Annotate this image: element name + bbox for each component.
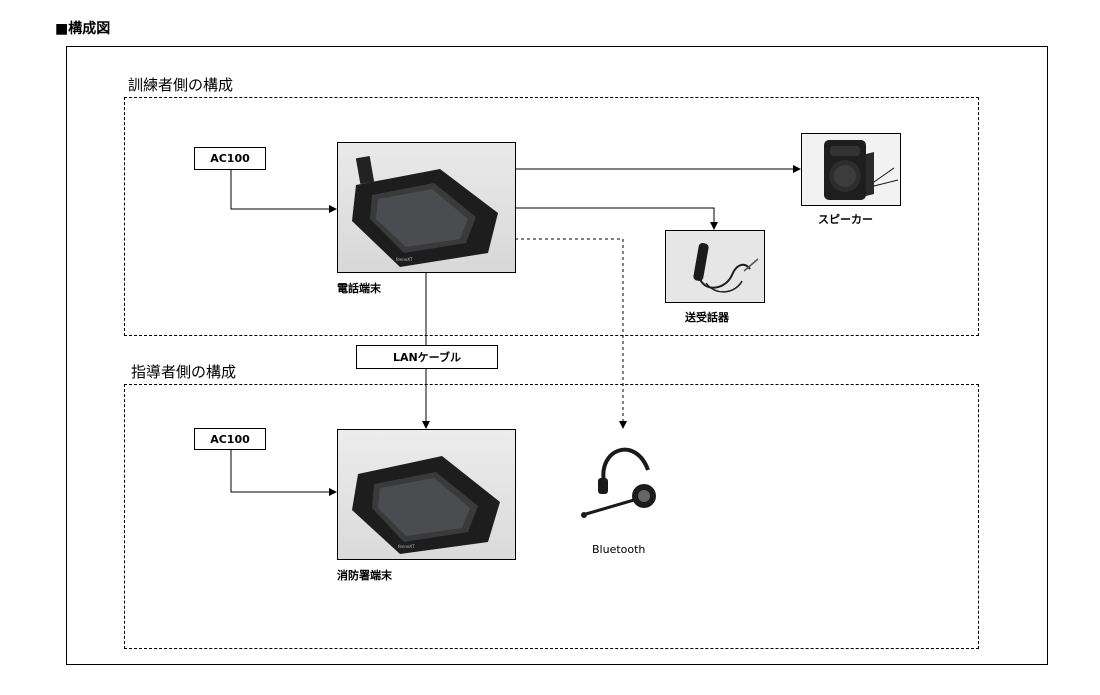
svg-text:fenneXT: fenneXT bbox=[398, 544, 415, 549]
speaker-image bbox=[801, 133, 901, 206]
svg-text:fenneXT: fenneXT bbox=[396, 257, 413, 262]
fire-station-terminal-image: fenneXT bbox=[337, 429, 516, 560]
lan-cable-label: LANケーブル bbox=[356, 345, 498, 369]
ac100-box-top: AC100 bbox=[194, 147, 266, 170]
diagram-heading: ■構成図 bbox=[55, 21, 111, 37]
fire-station-terminal-label: 消防署端末 bbox=[337, 569, 392, 582]
handset-image bbox=[665, 230, 765, 303]
handset-label: 送受話器 bbox=[685, 311, 729, 324]
ac100-bottom-to-terminal-line bbox=[230, 450, 337, 496]
phone-handset-line bbox=[508, 204, 718, 230]
speaker-label: スピーカー bbox=[818, 213, 873, 226]
trainee-group-title: 訓練者側の構成 bbox=[128, 76, 234, 94]
bluetooth-label: Bluetooth bbox=[592, 543, 646, 556]
ac100-box-bottom: AC100 bbox=[194, 428, 266, 450]
instructor-group-title: 指導者側の構成 bbox=[131, 363, 237, 381]
outer-frame bbox=[66, 46, 1048, 665]
ac100-top-to-phone-line bbox=[230, 170, 337, 213]
phone-terminal-image: fenneXT bbox=[337, 142, 516, 273]
bluetooth-headset-image bbox=[578, 430, 668, 522]
phone-bluetooth-dashed-line bbox=[508, 235, 627, 429]
phone-terminal-label: 電話端末 bbox=[337, 282, 381, 295]
